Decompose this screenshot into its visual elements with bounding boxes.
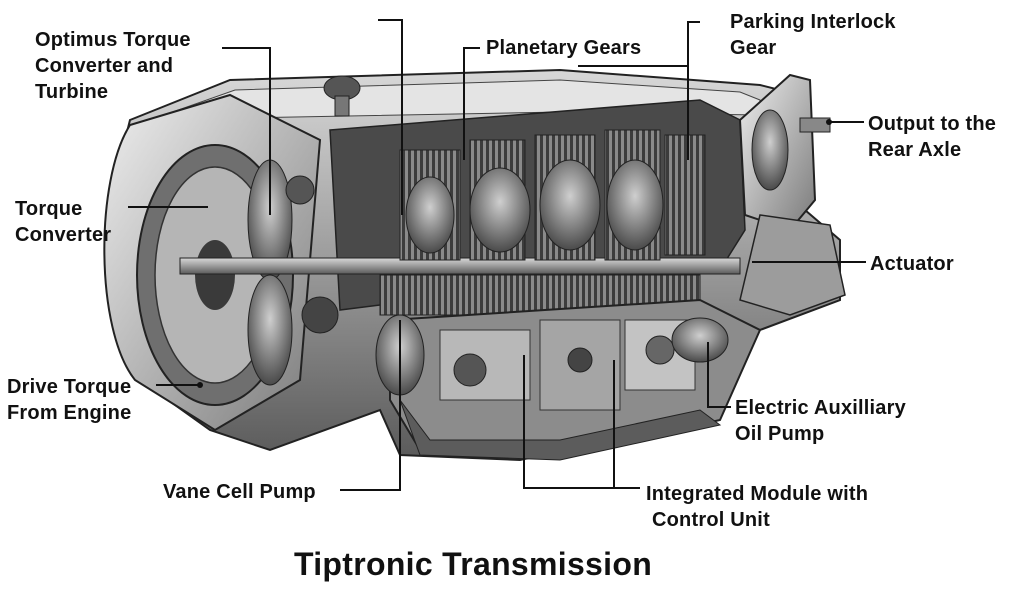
leader-lines [128, 19, 866, 491]
label-actuator: Actuator [870, 253, 954, 275]
label-torque-converter: Torque Converter [15, 198, 112, 246]
leader-top [378, 19, 403, 215]
label-optimus-torque-converter: Optimus Torque Converter and Turbine [35, 29, 191, 103]
leader-electric-pump [707, 342, 731, 408]
leader-dot-drive-torque [197, 382, 203, 388]
label-integrated-module: Integrated Module with Control Unit [646, 483, 869, 531]
diagram-title: Tiptronic Transmission [293, 546, 653, 582]
transmission-illustration [103, 68, 846, 462]
label-electric-auxilliary-oil-pump: Electric Auxilliary Oil Pump [735, 397, 906, 445]
label-planetary-gears: Planetary Gears [486, 37, 642, 59]
label-parking-interlock-gear: Parking Interlock Gear [730, 11, 896, 59]
leader-optimus [222, 47, 271, 215]
label-vane-cell-pump: Vane Cell Pump [163, 481, 316, 503]
label-output-rear-axle: Output to the Rear Axle [868, 113, 997, 161]
leader-planetary [463, 47, 480, 160]
leader-integrated [523, 355, 640, 489]
leader-dot-output [826, 119, 832, 125]
label-drive-torque: Drive Torque From Engine [7, 376, 132, 424]
leader-parking-a [687, 21, 700, 160]
leader-vane-pump [340, 320, 401, 491]
